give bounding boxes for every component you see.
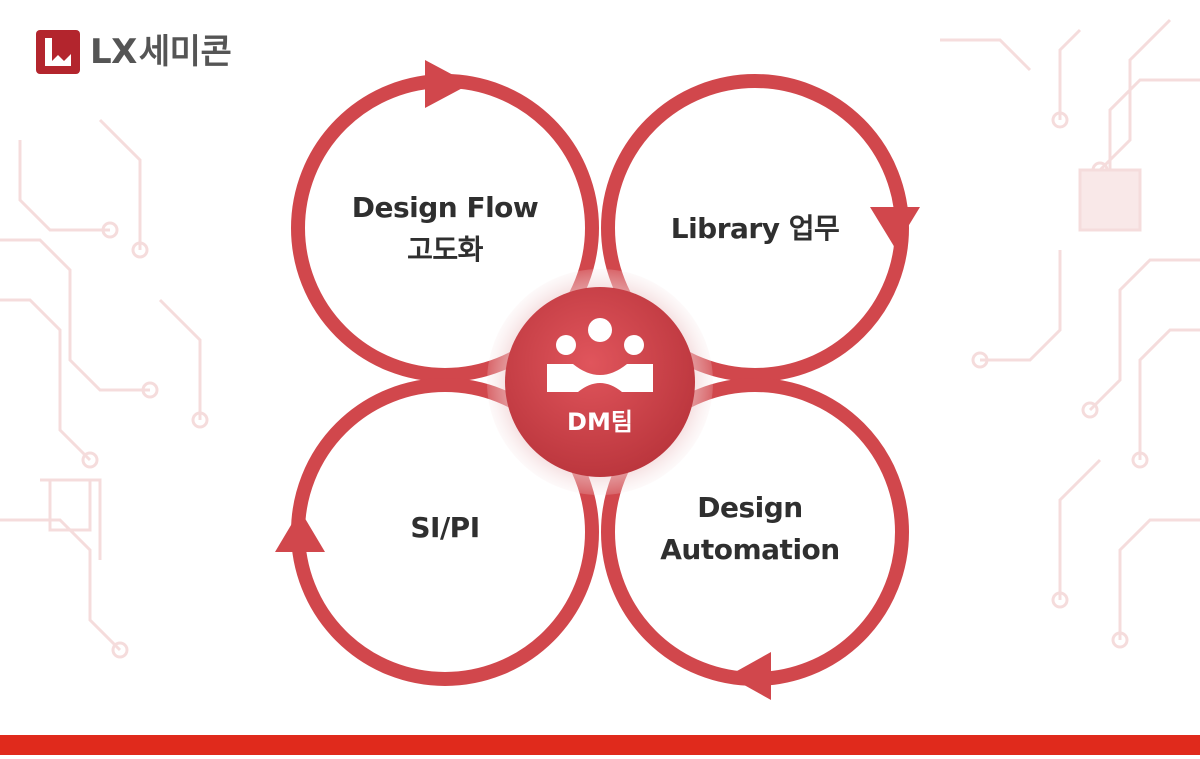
brand-korean: 세미콘 (138, 32, 232, 72)
arrow-down-icon (870, 207, 920, 248)
brand-latin: LX (90, 32, 137, 72)
brand-logo: LX세미콘 (36, 30, 232, 74)
node-design-automation-line1: Design (697, 491, 803, 524)
arrow-up-icon (275, 510, 325, 552)
arrow-right-icon (425, 60, 470, 108)
circuit-background (0, 18, 1200, 659)
node-library-line1: Library 업무 (670, 212, 840, 245)
node-design-flow-line1: Design Flow (351, 191, 539, 224)
brand-wordmark: LX세미콘 (90, 30, 232, 74)
flow-arrows (275, 60, 920, 700)
node-si-pi-line1: SI/PI (410, 511, 480, 544)
bottom-accent-bar (0, 735, 1200, 755)
arrow-left-icon (728, 652, 771, 700)
team-people-icon (547, 318, 653, 392)
node-design-automation-line2: Automation (660, 533, 840, 566)
node-library: Library 업무 (635, 208, 875, 250)
node-design-automation: Design Automation (630, 487, 870, 571)
lx-logo-icon (36, 30, 80, 74)
node-design-flow: Design Flow 고도화 (325, 187, 565, 271)
node-si-pi: SI/PI (325, 507, 565, 549)
node-design-flow-line2: 고도화 (407, 233, 483, 266)
hub (487, 269, 713, 495)
hub-label: DM팀 (567, 408, 633, 436)
